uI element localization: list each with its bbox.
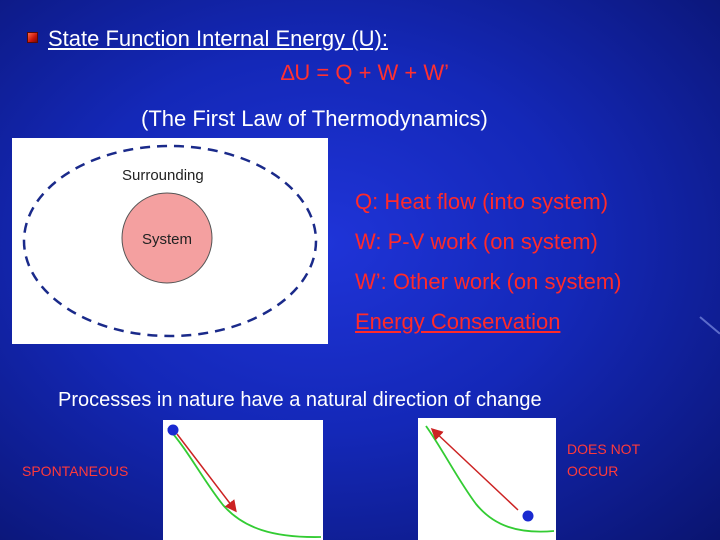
spontaneous-svg [167, 424, 322, 538]
occur-label: OCCUR [567, 463, 619, 479]
energy-curve [167, 427, 322, 538]
surrounding-label: Surrounding [122, 167, 204, 184]
legend-heat-flow: Q: Heat flow (into system) [355, 189, 609, 214]
system-surrounding-diagram: Surrounding System [12, 138, 328, 344]
ball-bottom [522, 510, 534, 522]
system-label: System [142, 231, 192, 248]
legend-pv-work: W: P-V work (on system) [355, 229, 598, 254]
uphill-arrow [430, 427, 519, 511]
page-subtitle: (The First Law of Thermodynamics) [141, 106, 488, 131]
spontaneous-label: SPONTANEOUS [22, 463, 129, 479]
not-occur-panel [418, 418, 556, 540]
ball-top [167, 424, 179, 436]
processes-statement: Processes in nature have a natural direc… [58, 389, 542, 411]
does-not-label: DOES NOT [567, 441, 641, 457]
legend-other-work: W’: Other work (on system) [355, 269, 622, 294]
not-occur-svg [425, 425, 555, 533]
energy-curve [425, 425, 555, 533]
spontaneous-panel [163, 420, 323, 540]
decorative-streak [699, 316, 720, 335]
system-circle [121, 192, 213, 284]
surrounding-boundary [22, 144, 318, 338]
legend-energy-conservation: Energy Conservation [355, 309, 561, 334]
diagram-svg: Surrounding System [22, 144, 318, 338]
first-law-formula: ∆U = Q + W + W’ [280, 60, 450, 85]
downhill-arrow [176, 433, 237, 513]
page-title: State Function Internal Energy (U): [48, 26, 388, 51]
bullet-icon [27, 32, 38, 43]
